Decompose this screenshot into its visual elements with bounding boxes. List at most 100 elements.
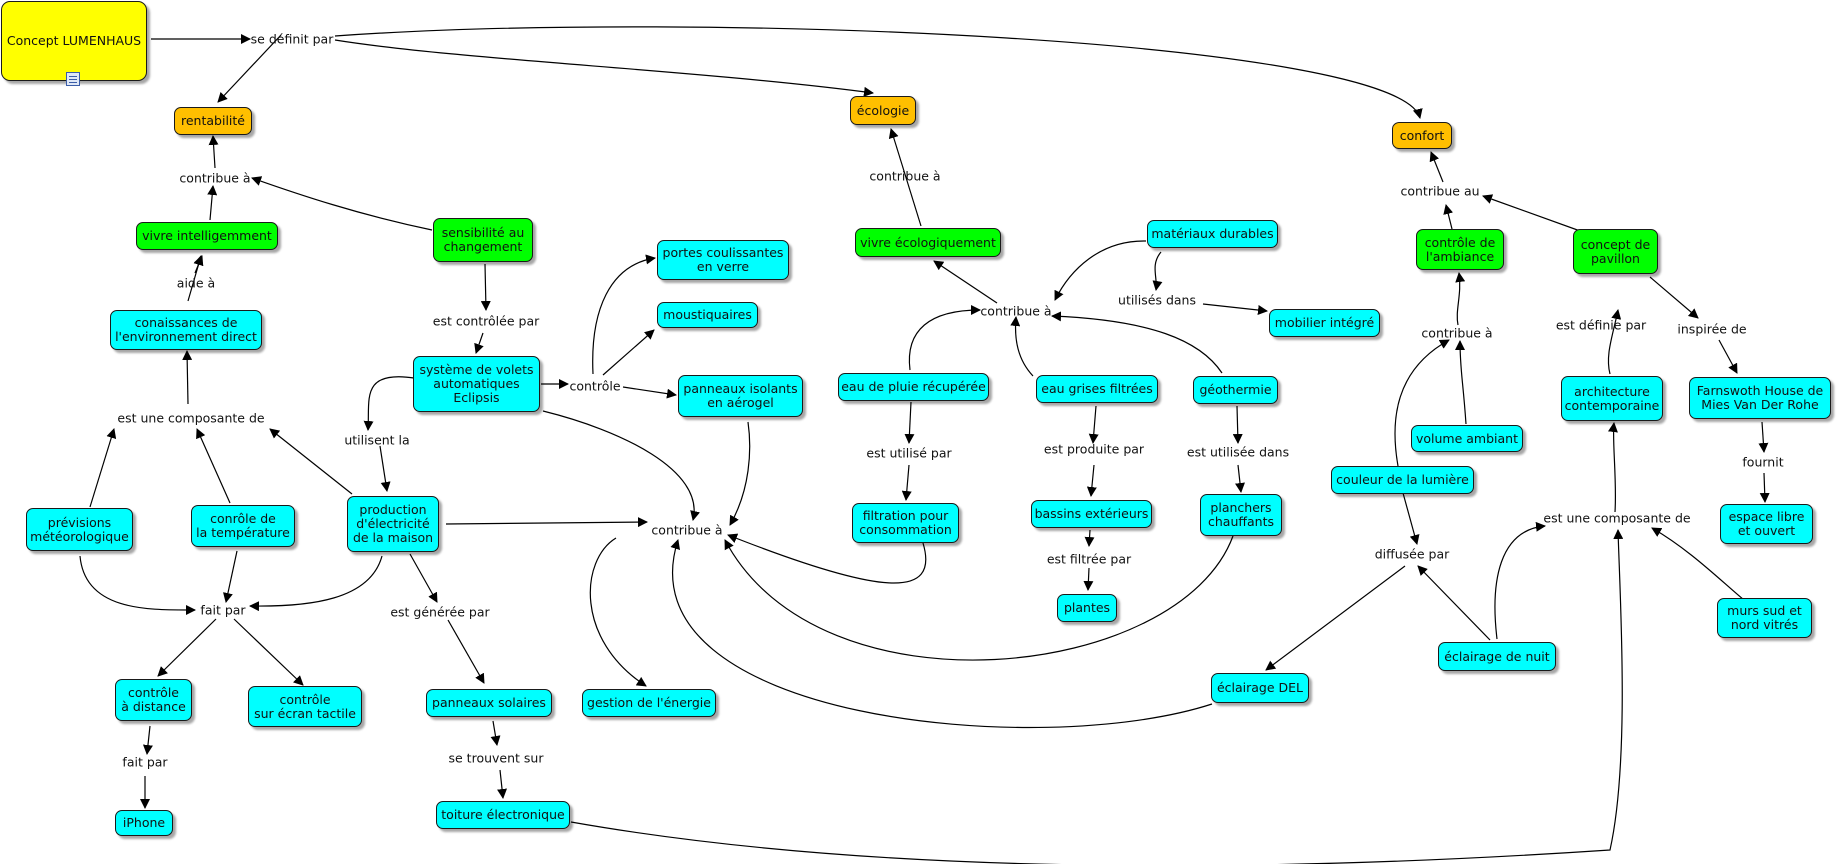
previsions-line-1: prévisions — [47, 514, 112, 530]
panneaux-isolants-line-1: panneaux isolants — [683, 381, 798, 396]
controle-ambiance-line-2: l'ambiance — [1425, 248, 1495, 264]
materiaux-durables-node[interactable]: matériaux durables — [1147, 220, 1278, 248]
production-line-1: production — [359, 502, 427, 517]
rentabilite-node[interactable]: rentabilité — [174, 107, 252, 135]
link-est-controlee-par: est contrôlée par — [432, 313, 540, 329]
link-est-une-composante-de-left: est une composante de — [117, 410, 265, 426]
production-line-2: d'électricité — [356, 516, 430, 531]
vivre-ecologiquement-node[interactable]: vivre écologiquement — [855, 228, 1001, 257]
confort-node[interactable]: confort — [1392, 122, 1452, 149]
link-est-utilisee-dans: est utilisée dans — [1186, 444, 1290, 460]
geothermie-node[interactable]: géothermie — [1193, 376, 1278, 404]
concept-pavillon-line-1: concept de — [1580, 236, 1651, 252]
link-est-une-composante-de-right: est une composante de — [1543, 510, 1691, 526]
link-diffusee-par: diffusée par — [1374, 546, 1450, 562]
controle-distance-line-2: à distance — [121, 699, 186, 714]
filtration-line-1: filtration pour — [862, 508, 949, 523]
link-fournit: fournit — [1742, 454, 1784, 470]
eau-pluie-node[interactable]: eau de pluie récupérée — [838, 373, 989, 401]
link-est-definie-par: est définie par — [1555, 317, 1647, 333]
systeme-line-1: système de volets — [419, 362, 534, 377]
link-est-utilise-par: est utilisé par — [866, 445, 952, 461]
production-line-3: de la maison — [352, 530, 434, 545]
document-list-icon[interactable] — [66, 72, 80, 86]
portes-line-1: portes coulissantes — [662, 245, 784, 260]
link-utilisent-la: utilisent la — [344, 432, 410, 448]
panneaux-isolants-line-2: en aérogel — [707, 395, 774, 410]
architecture-line-1: architecture — [1574, 383, 1650, 399]
couleur-lumiere-node[interactable]: couleur de la lumière — [1331, 466, 1474, 494]
ecologie-node[interactable]: écologie — [850, 96, 916, 125]
eclairage-nuit-node[interactable]: éclairage de nuit — [1438, 642, 1556, 671]
planchers-line-1: planchers — [1210, 500, 1272, 515]
controle-distance-line-1: contrôle — [127, 685, 179, 700]
eau-grises-node[interactable]: eau grises filtrées — [1036, 375, 1158, 403]
conaissances-line-1: conaissances de — [134, 315, 238, 330]
systeme-line-3: Eclipsis — [453, 390, 500, 405]
controle-ecran-line-1: contrôle — [279, 691, 331, 707]
link-contribue-a-rentabilite: contribue à — [179, 170, 251, 186]
concept-lumenhaus-node[interactable]: Concept LUMENHAUS — [1, 1, 147, 81]
murs-line-2: nord vitrés — [1730, 617, 1799, 632]
iphone-node[interactable]: iPhone — [115, 810, 173, 836]
volume-ambiant-node[interactable]: volume ambiant — [1411, 425, 1523, 452]
sensibilite-line-2: changement — [443, 239, 523, 254]
panneaux-solaires-node[interactable]: panneaux solaires — [426, 689, 552, 717]
gestion-energie-node[interactable]: gestion de l'énergie — [582, 689, 716, 717]
vivre-intelligemment-node[interactable]: vivre intelligemment — [136, 222, 278, 250]
eclairage-del-node[interactable]: éclairage DEL — [1211, 673, 1309, 703]
toiture-electronique-node[interactable]: toiture électronique — [436, 801, 570, 829]
moustiquaires-node[interactable]: moustiquaires — [657, 302, 758, 328]
link-controle: contrôle — [569, 378, 621, 394]
portes-line-2: en verre — [696, 259, 750, 274]
murs-line-1: murs sud et — [1727, 603, 1802, 618]
link-fait-par-2: fait par — [122, 754, 168, 770]
architecture-line-2: contemporaine — [1564, 397, 1660, 413]
link-se-definit-par: se définit par — [250, 31, 334, 47]
farnswoth-line-1: Farnswoth House de — [1696, 383, 1824, 398]
controle-ecran-line-2: sur écran tactile — [254, 705, 356, 721]
espace-line-2: et ouvert — [1737, 523, 1796, 538]
bassins-exterieurs-node[interactable]: bassins extérieurs — [1031, 500, 1152, 528]
plantes-node[interactable]: plantes — [1057, 594, 1117, 622]
link-contribue-a-ecologie-2: contribue à — [980, 303, 1052, 319]
concept-pavillon-line-2: pavillon — [1591, 250, 1640, 266]
espace-line-1: espace libre — [1728, 509, 1805, 524]
link-inspiree-de: inspirée de — [1677, 321, 1747, 337]
conrole-temp-line-1: conrôle de — [210, 511, 276, 526]
planchers-line-2: chauffants — [1208, 514, 1274, 529]
link-aide-a: aide à — [176, 275, 216, 291]
link-fait-par-1: fait par — [200, 602, 246, 618]
link-contribue-au: contribue au — [1400, 183, 1480, 199]
controle-ambiance-line-1: contrôle de — [1424, 234, 1496, 250]
link-se-trouvent-sur: se trouvent sur — [448, 750, 544, 766]
mobilier-integre-node[interactable]: mobilier intégré — [1269, 309, 1380, 337]
farnswoth-line-2: Mies Van Der Rohe — [1701, 397, 1819, 412]
filtration-line-2: consommation — [859, 522, 952, 537]
link-utilises-dans: utilisés dans — [1118, 292, 1196, 308]
sensibilite-line-1: sensibilité au — [441, 225, 525, 240]
previsions-line-2: météorologique — [30, 528, 129, 544]
link-contribue-a-ecologie: contribue à — [869, 168, 941, 184]
conrole-temp-line-2: la température — [196, 525, 290, 540]
link-contribue-a-center: contribue à — [651, 522, 723, 538]
link-est-produite-par: est produite par — [1043, 441, 1145, 457]
